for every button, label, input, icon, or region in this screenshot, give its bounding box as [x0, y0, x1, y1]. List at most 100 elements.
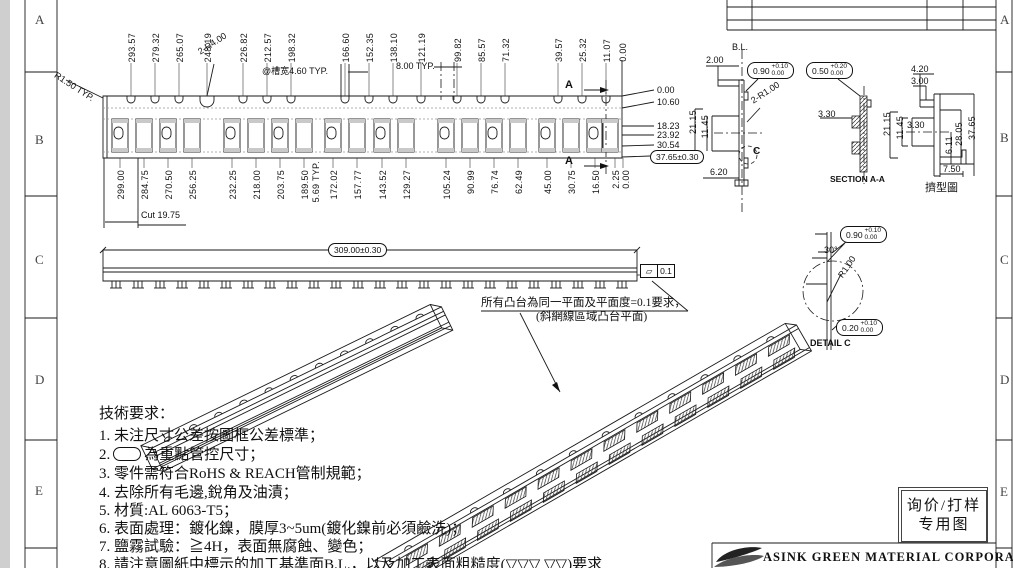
dim-label: 3.00: [911, 76, 929, 86]
section-boss-hatched: [851, 141, 861, 155]
dim-label: 99.82: [453, 37, 463, 62]
dim-label: 232.25: [228, 170, 238, 200]
flatness-callout: ▱ 0.1: [640, 264, 675, 278]
section-arrow: [600, 163, 609, 169]
dim-label: 152.35: [365, 32, 375, 62]
note-item: 6. 表面處理：鍍化鎳，膜厚3~5um(鍍化鎳前必須鹼洗)；: [99, 521, 467, 537]
dim-label: @槽宽4.60 TYP.: [262, 66, 328, 76]
dim-label: 293.57: [127, 32, 137, 62]
tol-upper: +0.10: [860, 320, 877, 327]
zone-letter: D: [1000, 372, 1010, 387]
dim-label: 157.77: [353, 170, 363, 200]
note-item: 2. 為重點管控尺寸；: [99, 447, 264, 464]
note-item: 5. 材質:AL 6063-T5；: [99, 503, 239, 519]
dim-label: 0.00: [657, 85, 675, 95]
dim-label: 11.07: [602, 38, 612, 62]
dim-label: 7.50: [943, 164, 961, 174]
zone-letter: B: [1000, 130, 1009, 145]
flatness-note: (斜網線區域凸台平面): [536, 311, 648, 323]
tol-base: 0.20: [842, 322, 859, 333]
note-number: 2.: [99, 447, 111, 463]
note-item: 8. 請注意圖紙中標示的加工基準面B.L.，以及加工表面粗糙度(▽▽▽ ▽▽)要…: [99, 557, 603, 568]
dim-label: 265.07: [175, 32, 185, 62]
tol-upper: +0.10: [864, 227, 881, 234]
flatness-note: 所有凸台為同一平面及平面度=0.1要求，: [481, 297, 686, 309]
dim-label: 105.24: [442, 170, 452, 200]
dim-label: 11.45: [895, 116, 905, 140]
key-dimension-symbol: [113, 447, 142, 461]
dim-label: 5.69 TYP.: [311, 161, 321, 203]
dim-label: 2.25: [611, 170, 621, 189]
tol-upper: +0.10: [771, 63, 788, 70]
zone-letter: E: [35, 483, 43, 498]
dim-label: 4.20: [911, 64, 929, 74]
detail-c-boundary: [802, 260, 864, 322]
dim-label: 28.05: [954, 122, 964, 147]
dim-label: 90.99: [466, 170, 476, 195]
zone-letter: C: [35, 252, 44, 267]
key-dimension: 37.65±0.30: [650, 150, 705, 164]
zone-letter: A: [35, 12, 45, 27]
dim-label: 8.00 TYP.: [396, 61, 435, 71]
detail-c-linework: [806, 232, 847, 350]
dim-label: 121.19: [417, 32, 427, 62]
dim-label: 11.45: [700, 115, 710, 139]
dim-label: 76.74: [490, 170, 500, 195]
view-caption: SECTION A-A: [830, 174, 885, 184]
dim-label: 203.75: [276, 170, 286, 200]
section-boss-hatched: [851, 115, 861, 129]
company-logo: [714, 547, 764, 567]
dim-label: 6.20: [710, 167, 728, 177]
tol-lower: 0.00: [860, 326, 874, 334]
top-view-hidden-lines: [103, 107, 622, 153]
note-item: 1. 未注尺寸公差按圖框公差標準；: [99, 428, 325, 444]
dim-label: 129.27: [402, 170, 412, 200]
dim-label: 218.00: [252, 170, 262, 200]
detail-c-boundary-small: [738, 145, 758, 165]
dim-label: 270.50: [164, 170, 174, 200]
tol-base: 0.90: [753, 65, 770, 76]
dim-label: 166.60: [341, 32, 351, 62]
flatness-value: 0.1: [658, 264, 675, 278]
dim-label: 256.25: [188, 170, 198, 200]
section-letter: A: [565, 155, 573, 167]
view-caption: 擠型圖: [925, 182, 958, 194]
inquiry-stamp: 询价/打样 专用图: [898, 487, 988, 543]
dim-label: 138.10: [389, 32, 399, 62]
cut-note: Cut 19.75: [141, 210, 181, 220]
dim-label: 10.60: [657, 97, 680, 107]
tol-base: 0.90: [846, 229, 863, 240]
dim-label: 62.49: [514, 170, 524, 195]
dim-label: 3.30: [907, 120, 925, 130]
key-dimension: 309.00±0.30: [328, 243, 388, 257]
dim-label: 279.32: [151, 32, 161, 62]
dim-label: 45.00: [543, 170, 553, 195]
dim-label: 30°: [824, 245, 838, 255]
note-item: 4. 去除所有毛邊,銳角及油漬；: [99, 485, 298, 501]
dim-label: 0.00: [618, 43, 628, 62]
note-text: 為重點管控尺寸；: [144, 447, 265, 463]
inquiry-stamp-text: 询价/打样 专用图: [901, 490, 987, 542]
zone-letter: B: [35, 132, 44, 147]
zone-letter: E: [1000, 484, 1008, 499]
tol-lower: 0.00: [771, 69, 785, 77]
zone-letter: D: [35, 372, 45, 387]
dim-label: 189.50: [300, 170, 310, 200]
company-name: ASINK GREEN MATERIAL CORPORATION: [763, 550, 1013, 564]
dim-label: 71.32: [501, 37, 511, 62]
stamp-line: 专用图: [918, 517, 970, 533]
tol-lower: 0.00: [830, 69, 844, 77]
zone-letter: C: [1000, 252, 1009, 267]
dim-label: 37.65: [967, 116, 977, 141]
notes-title: 技術要求：: [99, 406, 175, 422]
dim-label: 212.57: [263, 32, 273, 62]
dim-label: 284.75: [140, 170, 150, 200]
paper-margin: [0, 0, 10, 568]
dim-label: 30.54: [657, 140, 680, 150]
note-item: 7. 鹽霧試驗：≧4H，表面無腐蝕、變色；: [99, 539, 373, 555]
stamp-line: 询价/打样: [906, 498, 982, 514]
dim-label: 39.57: [554, 37, 564, 62]
